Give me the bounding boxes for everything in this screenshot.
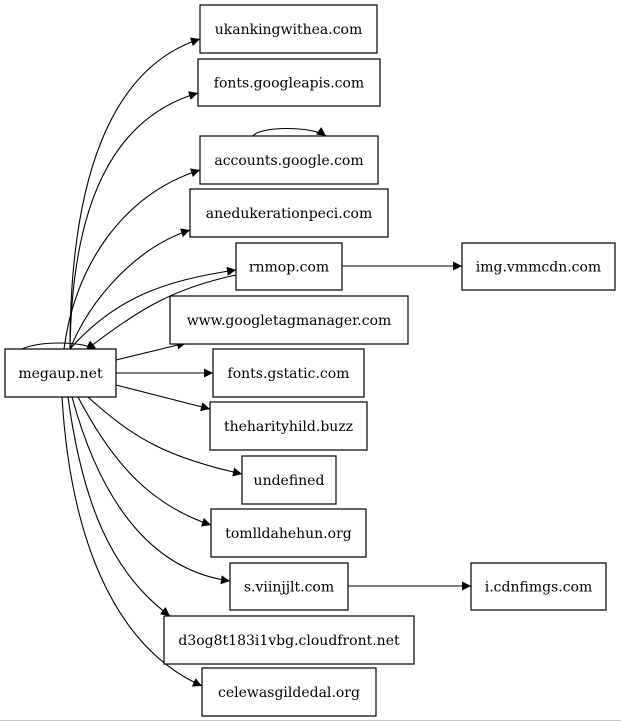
node-imgvmm: img.vmmcdn.com	[461, 242, 616, 291]
edge-rnmop-to-megaup	[85, 274, 237, 351]
edge-megaup-to-undefined	[87, 396, 243, 477]
node-rnmop: rnmop.com	[235, 242, 343, 291]
edge-megaup-to-megaup	[21, 341, 97, 350]
node-celewas: celewasgildedal.org	[201, 667, 377, 717]
node-label: fonts.googleapis.com	[214, 76, 364, 92]
edge-megaup-to-celewas	[61, 396, 203, 687]
edge-megaup-to-sviin	[71, 396, 231, 585]
node-box	[201, 667, 377, 717]
bottom-rule	[0, 720, 621, 721]
edges-layer	[21, 37, 471, 687]
node-label: undefined	[254, 473, 325, 489]
node-box	[235, 242, 343, 291]
node-ukanking: ukankingwithea.com	[199, 4, 378, 54]
node-label: theharityhild.buzz	[224, 419, 353, 435]
node-label: fonts.gstatic.com	[228, 366, 350, 382]
node-box	[189, 188, 389, 238]
edge-megaup-to-accounts	[63, 168, 201, 350]
nodes-layer: megaup.net ukankingwithea.com fonts.google…	[4, 4, 616, 717]
edge-megaup-to-cloudfront	[67, 396, 171, 617]
edge-megaup-to-gtm	[115, 340, 187, 361]
node-box	[197, 58, 381, 107]
node-sviin: s.viinjjlt.com	[229, 562, 349, 611]
edge-megaup-to-tomll	[77, 396, 212, 527]
node-icdn: i.cdnfimgs.com	[470, 562, 607, 611]
node-label: s.viinjjlt.com	[244, 580, 334, 596]
node-box	[241, 455, 337, 505]
node-box	[210, 508, 367, 558]
node-box	[169, 295, 409, 345]
node-label: rnmop.com	[249, 260, 329, 276]
node-accounts: accounts.google.com	[199, 135, 379, 185]
node-box	[199, 4, 378, 54]
node-gtm: www.googletagmanager.com	[169, 295, 409, 345]
node-box	[229, 562, 349, 611]
node-tomll: tomlldahehun.org	[210, 508, 367, 558]
node-box	[199, 135, 379, 185]
node-gstatic: fonts.gstatic.com	[212, 348, 365, 398]
node-box	[4, 348, 117, 398]
node-label: megaup.net	[18, 366, 103, 382]
edge-megaup-to-anedu	[69, 228, 191, 350]
node-box	[461, 242, 616, 291]
node-label: celewasgildedal.org	[218, 685, 360, 701]
node-box	[212, 348, 365, 398]
node-box	[163, 615, 415, 665]
edge-accounts-to-accounts	[252, 127, 327, 137]
node-label: i.cdnfimgs.com	[485, 580, 593, 596]
node-theharity: theharityhild.buzz	[209, 401, 368, 451]
node-label: img.vmmcdn.com	[476, 260, 601, 276]
node-box	[209, 401, 368, 451]
edge-megaup-to-fontsapis	[69, 91, 199, 350]
edge-megaup-to-rnmop	[69, 266, 237, 350]
node-box	[470, 562, 607, 611]
node-cloudfront: d3og8t183i1vbg.cloudfront.net	[163, 615, 415, 665]
node-label: d3og8t183i1vbg.cloudfront.net	[178, 633, 400, 649]
node-label: tomlldahehun.org	[225, 526, 352, 542]
edge-megaup-to-theharity	[115, 384, 211, 412]
node-label: accounts.google.com	[214, 153, 363, 169]
node-label: anedukerationpeci.com	[206, 206, 373, 222]
edge-megaup-to-ukanking	[69, 37, 201, 350]
node-label: ukankingwithea.com	[215, 22, 363, 38]
node-megaup: megaup.net	[4, 348, 117, 398]
node-undefined: undefined	[241, 455, 337, 505]
node-anedu: anedukerationpeci.com	[189, 188, 389, 238]
node-label: www.googletagmanager.com	[187, 313, 392, 329]
node-fontsapis: fonts.googleapis.com	[197, 58, 381, 107]
